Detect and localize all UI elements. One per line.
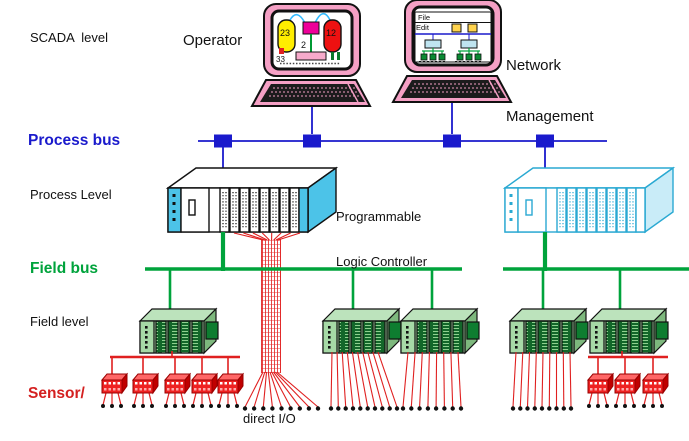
field-device-5 — [589, 308, 669, 354]
process-bus — [198, 102, 607, 171]
plc-left — [168, 168, 336, 232]
operator-workstation — [250, 2, 372, 108]
field-device-3-wires — [400, 351, 464, 411]
mimic-valve — [302, 21, 320, 35]
sensor-module — [131, 373, 159, 409]
sensor-module — [641, 373, 669, 409]
label-field-bus: Field bus — [30, 260, 99, 277]
bus-tap — [443, 134, 461, 148]
direct-io-wire-bundle — [261, 239, 281, 373]
direct-io-fan — [242, 371, 321, 411]
hmi-valve-value: 2 — [301, 40, 307, 50]
plc-direct-io-wires — [233, 232, 301, 241]
sensor-module — [100, 373, 128, 409]
sensor-module — [163, 373, 191, 409]
operator-screen-mimic — [277, 12, 342, 65]
label-direct-io: direct I/O — [243, 411, 296, 426]
field-device-3 — [400, 308, 480, 354]
net-menu-edit: Edit — [416, 23, 429, 32]
mimic-tank-left — [277, 19, 296, 53]
field-device-2-wires — [328, 351, 400, 411]
label-scada-level: SCADA level — [30, 30, 109, 45]
hmi-bottom-value: 33 — [276, 55, 285, 64]
sensor-module — [586, 373, 614, 409]
label-network-management: Network Management — [506, 56, 594, 126]
network-management-workstation — [391, 0, 513, 104]
label-process-level: Process Level — [30, 187, 112, 202]
label-sensor-actor-bus: Sensor/ Actor Bus — [28, 385, 85, 441]
sensor-module — [613, 373, 641, 409]
label-plc: Programmable Logic Controller — [336, 208, 428, 269]
field-device-2 — [322, 308, 402, 354]
sensor-actor-bus-right — [586, 351, 669, 409]
hmi-tank-left-value: 23 — [280, 28, 291, 38]
mimic-bar — [295, 51, 327, 61]
label-field-level: Field level — [30, 314, 89, 329]
net-menu-file: File — [418, 13, 431, 22]
field-device-1 — [139, 308, 219, 354]
plc-right — [505, 168, 673, 232]
label-operator: Operator — [183, 32, 243, 49]
sensor-actor-bus-left — [100, 351, 244, 409]
bus-tap — [214, 134, 232, 148]
sensor-module — [190, 373, 218, 409]
field-bus — [145, 232, 689, 314]
bus-tap — [536, 134, 554, 148]
bus-tap — [303, 134, 321, 148]
field-device-4 — [509, 308, 589, 354]
label-process-bus: Process bus — [28, 132, 121, 149]
network-screen-topology — [414, 11, 492, 63]
field-device-4-wires — [510, 351, 574, 411]
sensor-module — [216, 373, 244, 409]
hmi-tank-right-value: 12 — [326, 28, 337, 38]
